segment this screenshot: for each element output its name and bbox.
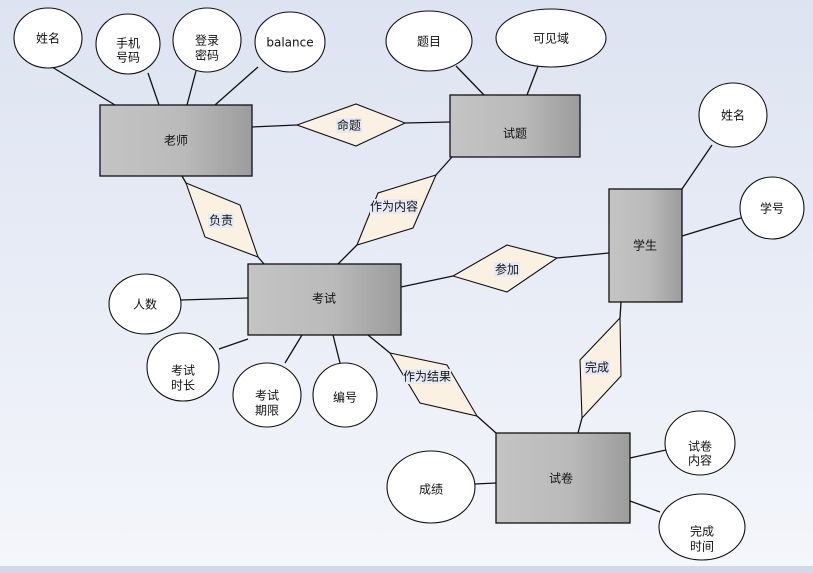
connector-lines: [51, 60, 742, 513]
attr-label: 成绩: [419, 483, 443, 497]
relationship-label: 作为结果: [403, 370, 451, 384]
relationship-propose[interactable]: 命题: [295, 103, 407, 147]
attr-label: 试卷: [688, 439, 712, 454]
attr-label: 号码: [116, 51, 140, 65]
attr-student-name[interactable]: 姓名: [698, 82, 768, 148]
attr-label: 学号: [760, 201, 784, 216]
relationship-label: 负责: [209, 214, 233, 228]
entity-teacher[interactable]: 老师: [99, 104, 253, 177]
attr-student-id[interactable]: 学号: [739, 176, 805, 240]
attr-question-title[interactable]: 题目: [385, 10, 473, 72]
relationship-label: 参加: [495, 262, 519, 277]
entity-student[interactable]: 学生: [608, 188, 683, 303]
attr-label: 人数: [133, 297, 157, 312]
attr-label: 密码: [195, 48, 219, 63]
entity-paper[interactable]: 试卷: [495, 432, 631, 524]
attr-label: 姓名: [721, 108, 745, 123]
attr-label: 时间: [690, 540, 714, 554]
attr-label: 可见域: [533, 32, 569, 46]
attr-label: 完成: [690, 524, 714, 539]
attr-teacher-name[interactable]: 姓名: [13, 7, 83, 69]
entity-label: 学生: [633, 238, 657, 253]
attr-label: 考试: [255, 388, 279, 403]
relationship-label: 作为内容: [370, 199, 418, 214]
attr-label: 姓名: [36, 31, 60, 46]
attr-question-visible[interactable]: 可见域: [495, 8, 607, 68]
relationship-as-content[interactable]: 作为内容: [356, 174, 437, 246]
entity-exam[interactable]: 考试: [247, 263, 402, 336]
attr-paper-score[interactable]: 成绩: [386, 450, 476, 524]
attr-label: 考试: [171, 363, 195, 378]
relationship-as-result[interactable]: 作为结果: [388, 352, 479, 417]
attr-label: 时长: [171, 379, 195, 393]
relationship-join[interactable]: 参加: [451, 244, 559, 293]
attr-label: 题目: [417, 35, 441, 49]
attr-exam-id[interactable]: 编号: [312, 362, 378, 428]
relationship-responsible[interactable]: 负责: [185, 182, 259, 258]
relationship-complete[interactable]: 完成: [579, 316, 622, 420]
attr-label: 手机: [116, 37, 140, 51]
attr-label: 期限: [255, 404, 279, 418]
relationship-label: 完成: [585, 360, 609, 375]
attr-label: 编号: [333, 390, 357, 405]
entity-question[interactable]: 试题: [449, 94, 581, 158]
attr-label: balance: [266, 36, 313, 50]
attr-label: 内容: [688, 453, 712, 468]
entity-label: 老师: [164, 134, 188, 148]
relationship-label: 命题: [337, 118, 361, 133]
bottom-bar: [0, 566, 813, 573]
entity-label: 试卷: [549, 471, 573, 486]
entity-label: 考试: [312, 291, 336, 306]
attr-teacher-balance[interactable]: balance: [254, 11, 326, 73]
attr-exam-count[interactable]: 人数: [108, 273, 182, 335]
attr-label: 登录: [195, 33, 219, 48]
entity-label: 试题: [503, 126, 527, 141]
